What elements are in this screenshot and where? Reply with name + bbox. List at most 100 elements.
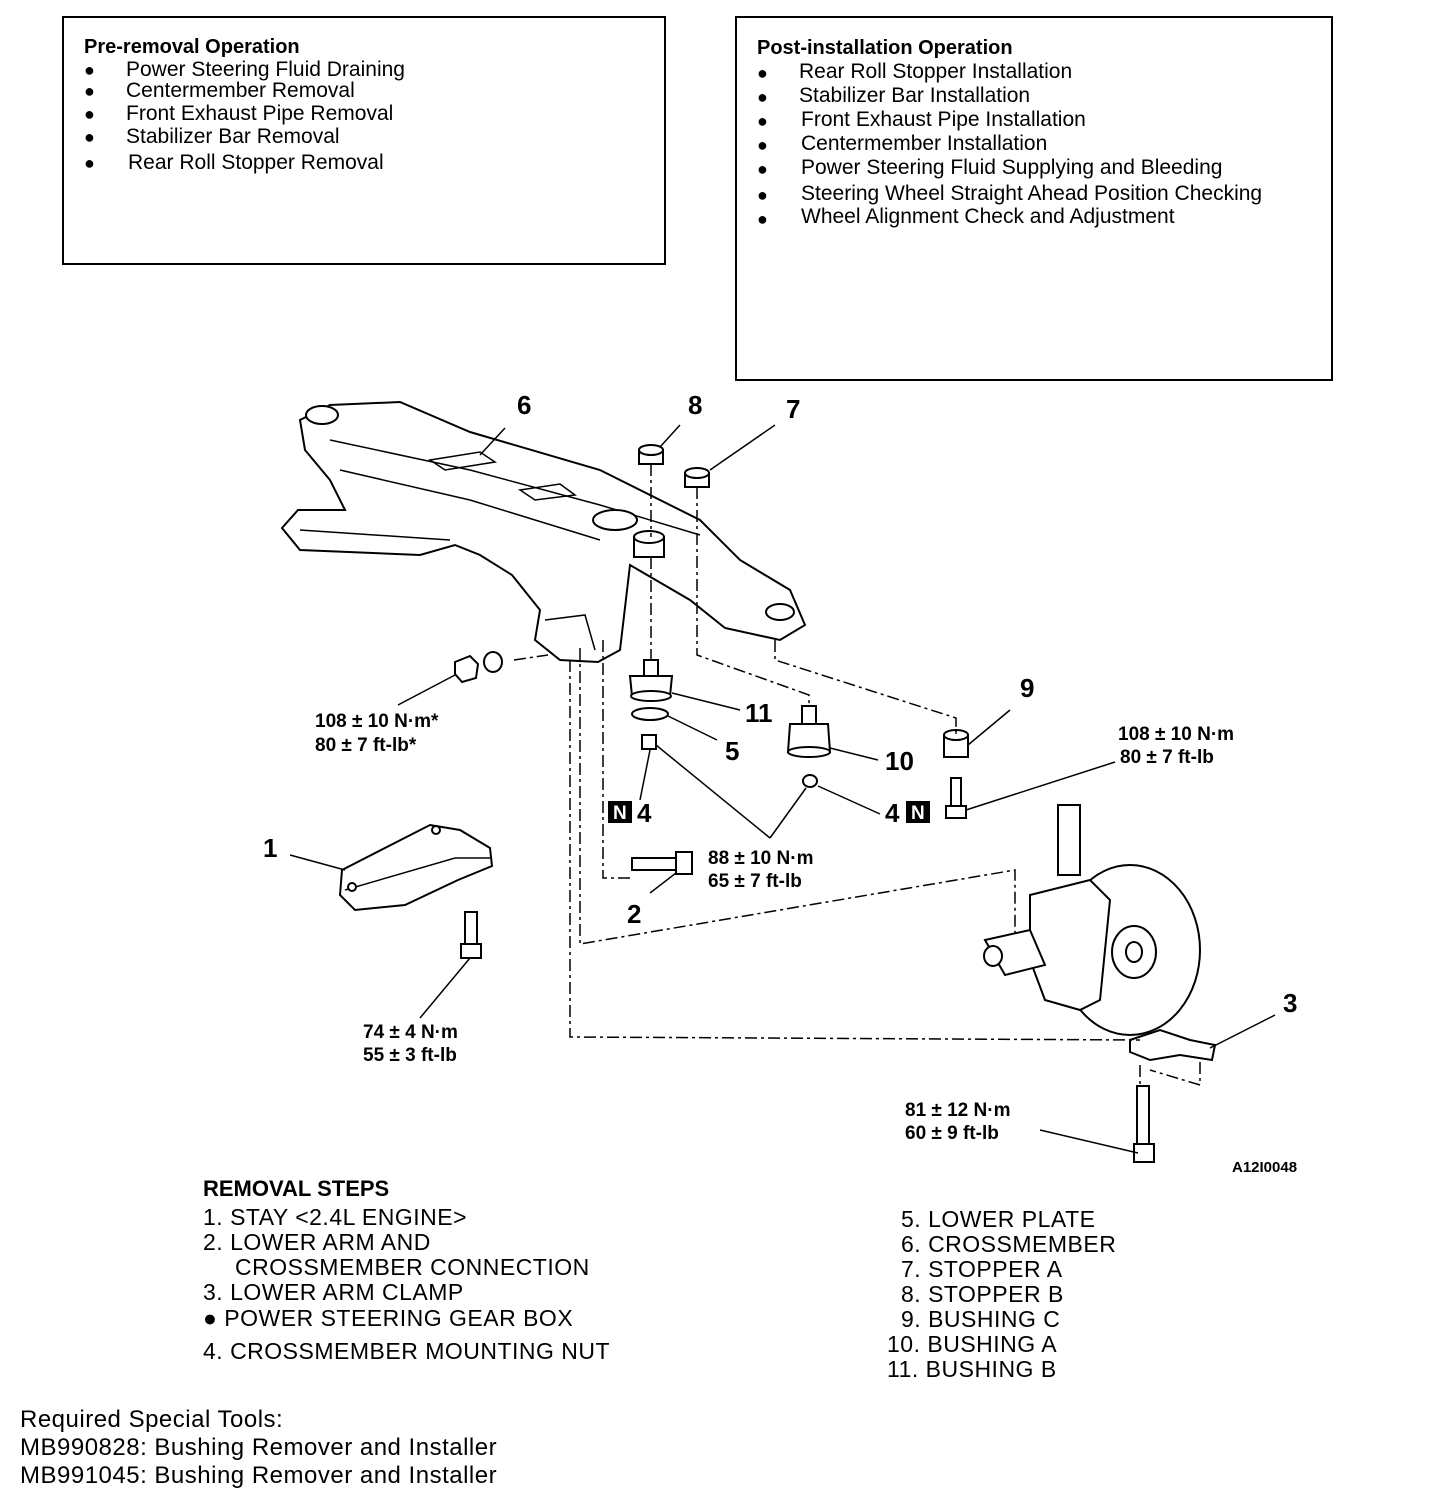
removal-step: CROSSMEMBER CONNECTION: [235, 1254, 590, 1280]
bushing-a-part: [786, 705, 832, 758]
callout-4-right: 4: [885, 798, 900, 828]
torque-ftlb: 80 ± 7 ft-lb: [1120, 747, 1214, 768]
callout-3: 3: [1283, 988, 1297, 1018]
post-installation-item: Front Exhaust Pipe Installation: [801, 108, 1086, 131]
callout-1: 1: [263, 833, 277, 863]
lower-arm-clamp-part: [1129, 1028, 1217, 1062]
torque-ftlb: 60 ± 9 ft-lb: [905, 1123, 999, 1144]
tools-heading: Required Special Tools:: [20, 1406, 284, 1433]
removal-step: 1. STAY <2.4L ENGINE>: [203, 1204, 468, 1230]
alignment-line: [513, 654, 549, 661]
bullet-icon: ●: [84, 153, 95, 173]
callout-10: 10: [885, 746, 914, 776]
torque-nm: 108 ± 10 N·m: [1118, 724, 1234, 745]
figure-reference: A12I0048: [1232, 1159, 1297, 1176]
callout-2: 2: [627, 899, 641, 929]
post-installation-box: Post-installation Operation ● Rear Roll …: [735, 16, 1333, 381]
pre-removal-title: Pre-removal Operation: [84, 36, 300, 58]
leader-line: [829, 747, 879, 761]
clamp-bolt-part: [1133, 1085, 1155, 1163]
torque-ftlb: 80 ± 7 ft-lb*: [315, 735, 417, 756]
leader-line: [289, 854, 346, 871]
alignment-line: [569, 660, 1141, 1041]
crossmember-part: [280, 400, 807, 664]
post-installation-item: Power Steering Fluid Supplying and Bleed…: [801, 156, 1223, 179]
knuckle-brake-assembly: [983, 804, 1201, 1036]
removal-step: 9. BUSHING C: [901, 1306, 1061, 1332]
removal-step: 2. LOWER ARM AND: [203, 1229, 431, 1255]
leader-line: [639, 749, 651, 801]
torque-ftlb: 65 ± 7 ft-lb: [708, 871, 802, 892]
callout-5: 5: [725, 736, 739, 766]
mounting-nut-part: [641, 734, 657, 750]
alignment-line: [774, 640, 957, 735]
tool-item: MB991045: Bushing Remover and Installer: [20, 1462, 498, 1489]
pre-removal-box: Pre-removal Operation ● Power Steering F…: [62, 16, 666, 265]
washer-part: [483, 651, 503, 673]
removal-step: 3. LOWER ARM CLAMP: [203, 1279, 464, 1305]
stay-part: [338, 823, 494, 912]
bushing-c-part: [943, 729, 969, 758]
new-part-badge-label: N: [911, 803, 925, 824]
leader-line: [1039, 1129, 1139, 1154]
removal-step: 5. LOWER PLATE: [901, 1206, 1096, 1232]
post-installation-item: Steering Wheel Straight Ahead Position C…: [801, 182, 1263, 205]
callout-6: 6: [517, 390, 531, 420]
new-part-badge: [608, 801, 632, 823]
alignment-line: [579, 648, 1016, 945]
callout-9: 9: [1020, 673, 1034, 703]
nut-part: [454, 654, 480, 684]
removal-step: 8. STOPPER B: [901, 1281, 1064, 1307]
lower-plate-part: [631, 707, 669, 721]
torque-nm: 88 ± 10 N·m: [708, 848, 813, 869]
post-installation-title: Post-installation Operation: [757, 37, 1013, 59]
leader-line: [817, 785, 881, 815]
torque-nm: 108 ± 10 N·m*: [315, 711, 439, 732]
bullet-icon: ●: [84, 81, 95, 101]
pre-removal-item: Stabilizer Bar Removal: [126, 125, 340, 148]
new-part-badge: [906, 801, 930, 823]
pre-removal-item: Power Steering Fluid Draining: [126, 58, 405, 81]
bushing-b-part: [628, 659, 674, 702]
bullet-icon: ●: [84, 104, 95, 124]
new-part-badge-label: N: [613, 803, 627, 824]
post-installation-item: Centermember Installation: [801, 132, 1048, 155]
bullet-icon: ●: [84, 127, 95, 147]
mounting-nut-part: [802, 774, 818, 788]
tool-item: MB990828: Bushing Remover and Installer: [20, 1434, 498, 1461]
pre-removal-item: Centermember Removal: [126, 79, 355, 102]
removal-step: 4. CROSSMEMBER MOUNTING NUT: [203, 1338, 611, 1364]
leader-line: [479, 427, 506, 456]
post-installation-item: Wheel Alignment Check and Adjustment: [801, 205, 1175, 228]
torque-nm: 81 ± 12 N·m: [905, 1100, 1010, 1121]
leader-line: [419, 957, 471, 1019]
bullet-icon: ●: [84, 60, 95, 80]
torque-ftlb: 55 ± 3 ft-lb: [363, 1045, 457, 1066]
stopper-b-part: [638, 444, 664, 465]
callout-7: 7: [786, 394, 800, 424]
pre-removal-item: Rear Roll Stopper Removal: [128, 151, 384, 174]
alignment-line: [1149, 1062, 1201, 1087]
leader-line: [655, 744, 771, 839]
callout-11: 11: [745, 698, 773, 728]
stopper-a-part: [684, 467, 710, 488]
bullet-icon: ●: [757, 87, 768, 107]
leader-line: [769, 787, 807, 839]
lower-arm-bolt-part: [631, 851, 693, 875]
post-installation-item: Rear Roll Stopper Installation: [799, 60, 1073, 83]
removal-step: 6. CROSSMEMBER: [901, 1231, 1117, 1257]
bullet-icon: ●: [757, 111, 768, 131]
leader-line: [397, 674, 456, 706]
pre-removal-item: Front Exhaust Pipe Removal: [126, 102, 394, 125]
leader-line: [967, 709, 1011, 746]
callout-4-left: 4: [637, 798, 652, 828]
post-installation-item: Stabilizer Bar Installation: [799, 84, 1031, 107]
leader-line: [671, 692, 741, 711]
bullet-icon: ●: [757, 185, 768, 205]
leader-line: [1209, 1014, 1276, 1049]
stay-bolt-part: [460, 911, 482, 959]
removal-step: 11. BUSHING B: [887, 1356, 1057, 1382]
leader-line: [709, 424, 776, 471]
bullet-icon: ●: [757, 135, 768, 155]
